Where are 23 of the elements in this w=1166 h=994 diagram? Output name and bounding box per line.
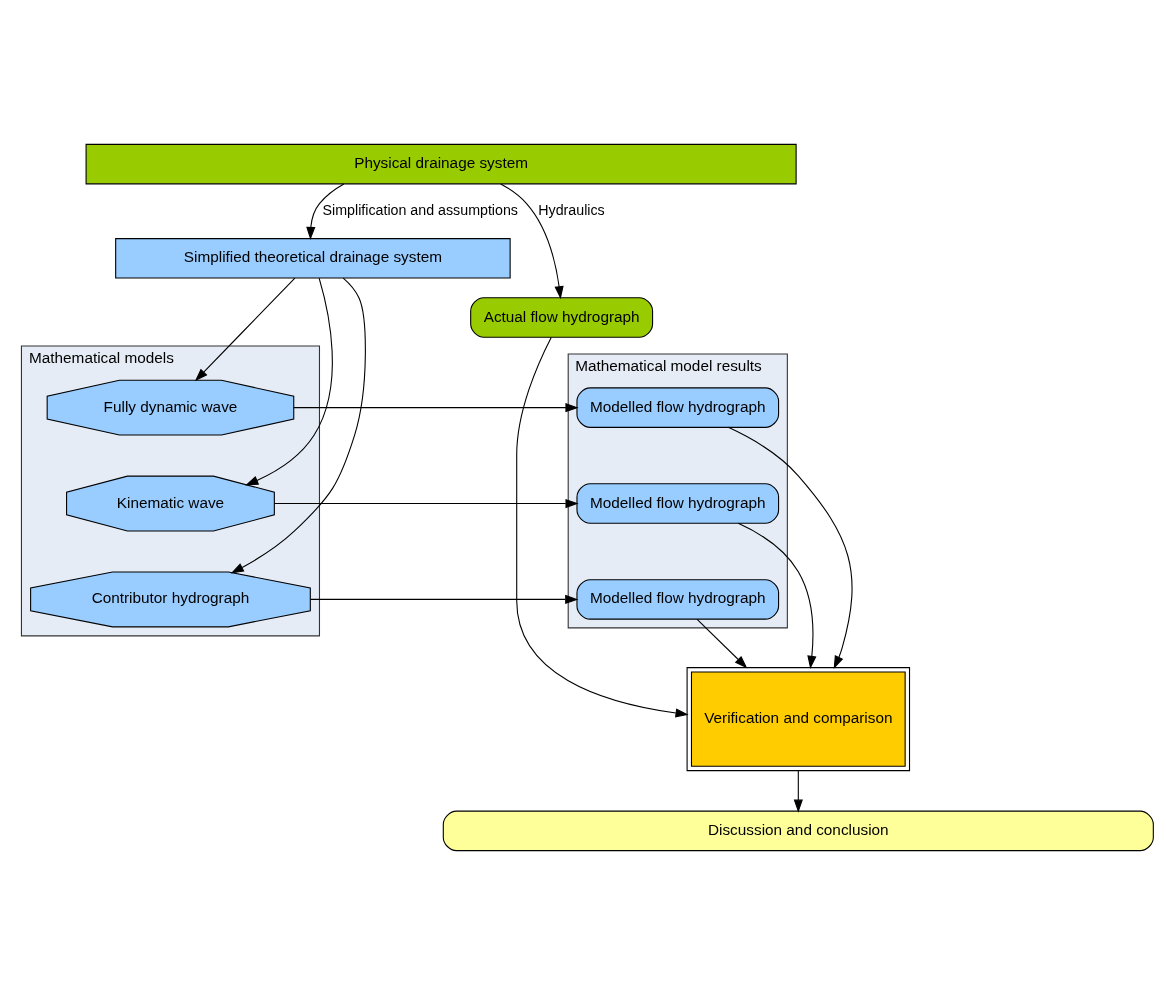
arrow xyxy=(727,426,853,669)
edge-label: Hydraulics xyxy=(538,201,605,218)
node-box: Verification and comparison xyxy=(686,666,911,771)
node-box: Actual flow hydrograph xyxy=(470,296,654,338)
arrow xyxy=(293,402,579,412)
node-box: Discussion and conclusion xyxy=(442,810,1154,851)
arrow xyxy=(310,594,579,604)
node-box: Modelled flow hydrograph xyxy=(576,578,780,620)
node-box: Physical drainage system xyxy=(85,143,797,184)
arrow xyxy=(230,277,366,573)
node-box: Simplified theoretical drainage system xyxy=(115,237,511,279)
arrow xyxy=(500,182,564,299)
arrow xyxy=(516,336,689,718)
arrow xyxy=(793,769,803,813)
arrow xyxy=(696,618,748,668)
edge-label: Simplification and assumptions xyxy=(322,201,518,218)
node-box: Modelled flow hydrograph xyxy=(576,386,780,428)
arrow xyxy=(306,182,345,240)
arrow xyxy=(245,277,333,485)
node-box: Modelled flow hydrograph xyxy=(576,482,780,524)
arrow xyxy=(737,522,817,669)
arrow xyxy=(273,498,579,508)
arrow xyxy=(194,277,296,381)
